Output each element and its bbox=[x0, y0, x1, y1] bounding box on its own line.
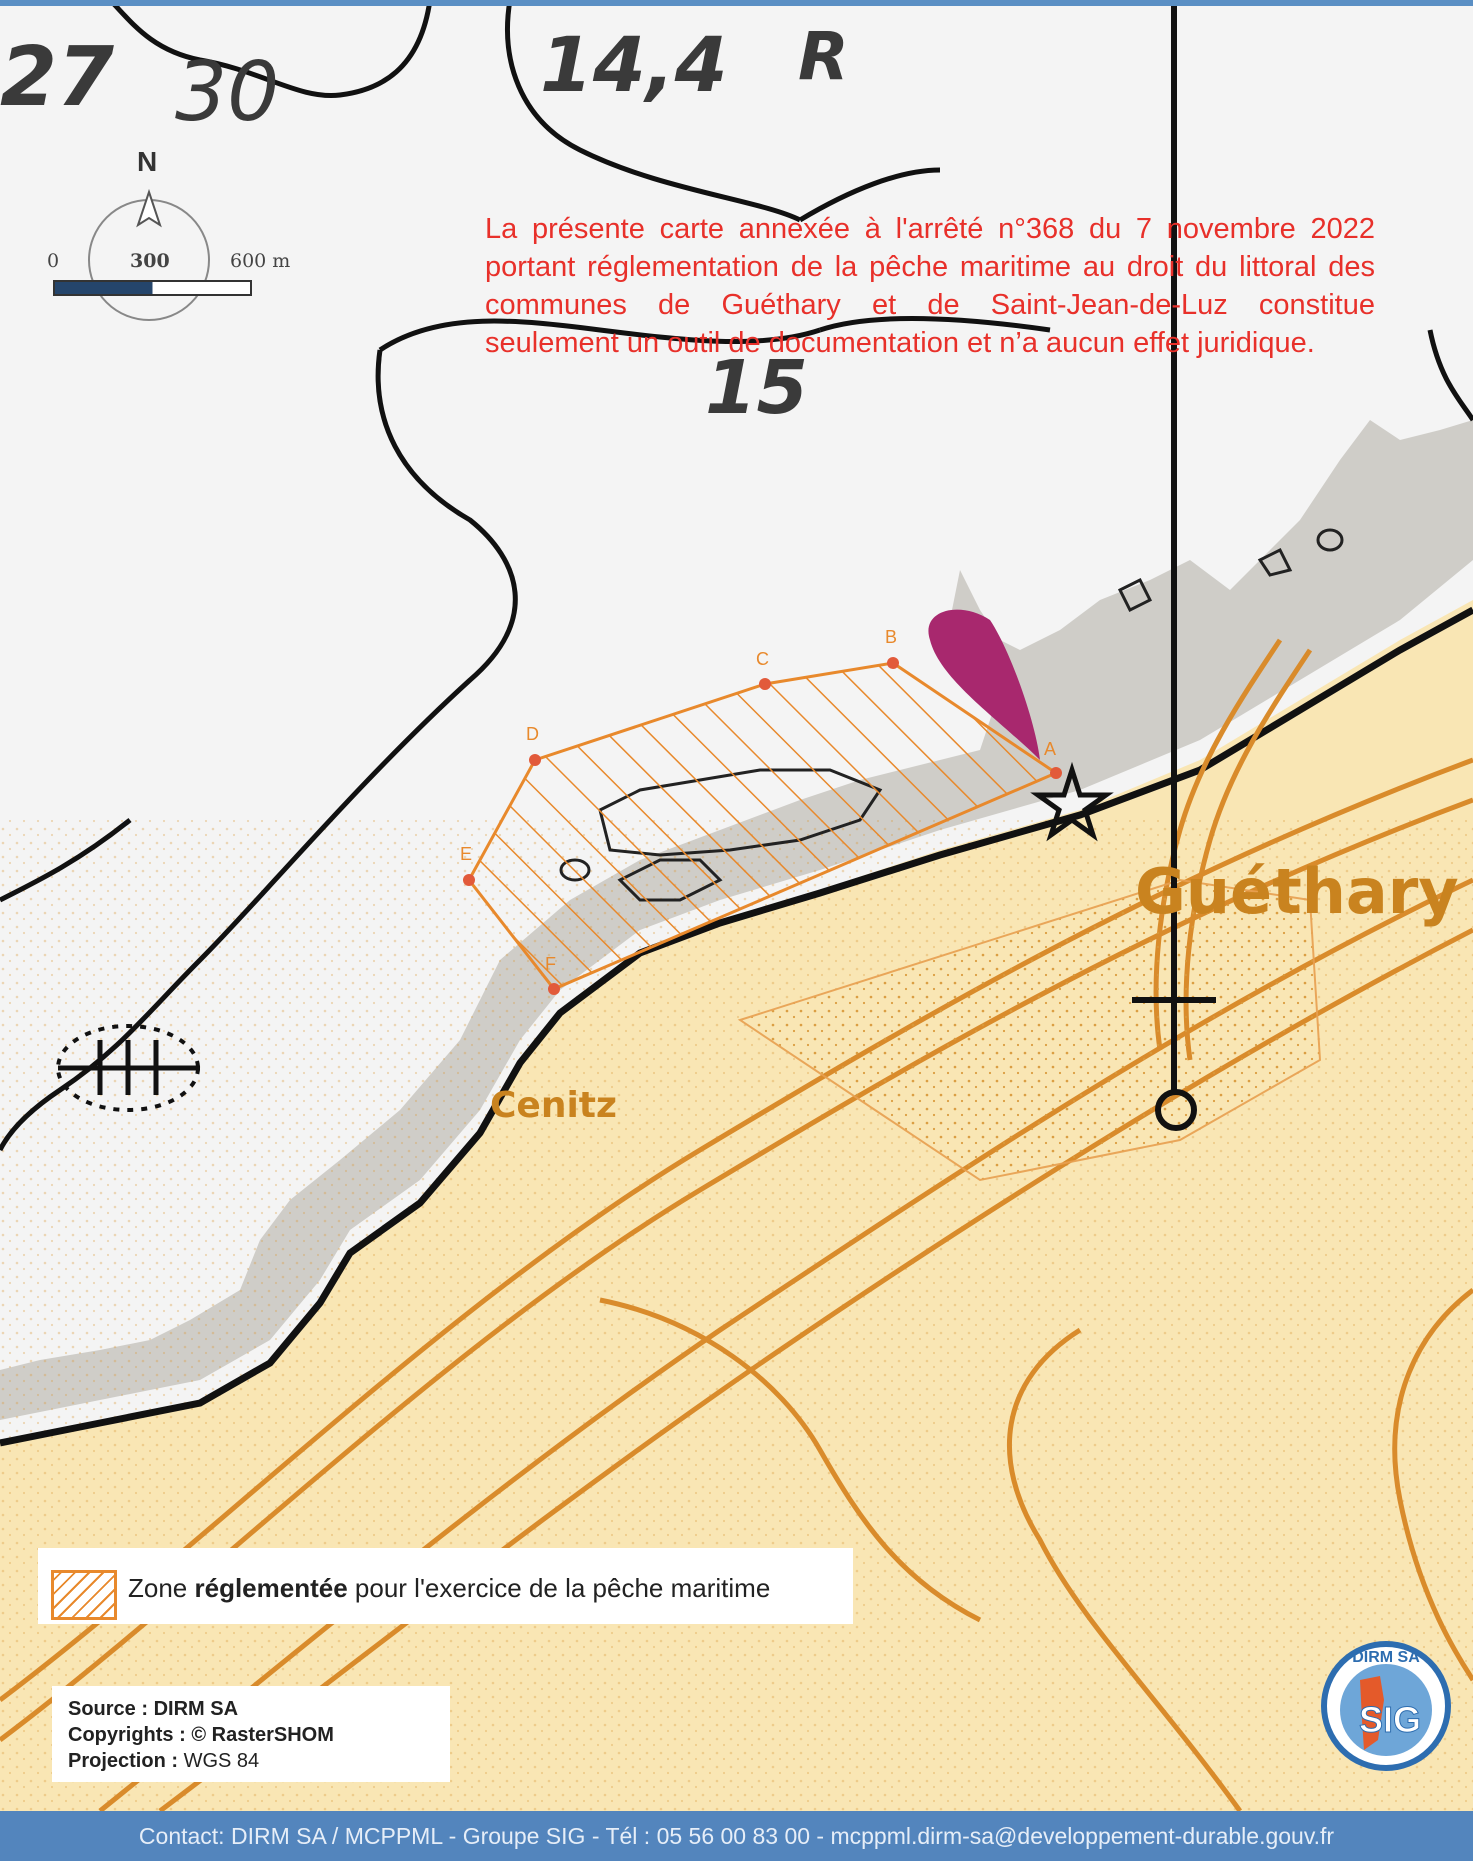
dirm-sig-logo: DIRM SA SIG bbox=[1321, 1641, 1451, 1771]
depth-r: R bbox=[798, 18, 849, 95]
depth-15: 15 bbox=[705, 345, 808, 431]
contact-footer: Contact: DIRM SA / MCPPML - Groupe SIG -… bbox=[0, 1811, 1473, 1861]
place-guethary: Guéthary bbox=[1135, 855, 1459, 928]
point-label-a: A bbox=[1044, 739, 1056, 759]
cross-symbol-icon bbox=[1132, 0, 1216, 1131]
scale-end: 600 m bbox=[230, 250, 291, 272]
logo-arc-text: DIRM SA bbox=[1352, 1649, 1420, 1666]
disclaimer-text: La présente carte annexée à l'arrêté n°3… bbox=[485, 213, 1375, 359]
projection-line: Projection : WGS 84 bbox=[68, 1750, 260, 1772]
point-label-f: F bbox=[545, 954, 556, 974]
star-landmark-icon bbox=[1030, 761, 1114, 842]
source-box: Source : DIRM SA Copyrights : © RasterSH… bbox=[52, 1686, 450, 1782]
top-strip bbox=[0, 0, 1473, 6]
point-b[interactable] bbox=[887, 657, 899, 669]
point-c[interactable] bbox=[759, 678, 771, 690]
point-label-d: D bbox=[526, 724, 539, 744]
legend-label: Zone réglementée pour l'exercice de la p… bbox=[128, 1573, 771, 1603]
point-label-e: E bbox=[460, 844, 472, 864]
point-label-c: C bbox=[756, 649, 769, 669]
wreck-symbol-icon bbox=[56, 1024, 200, 1112]
point-d[interactable] bbox=[529, 754, 541, 766]
depth-27: 27 bbox=[0, 30, 115, 125]
place-cenitz: Cenitz bbox=[490, 1085, 617, 1126]
zone-points: A B C D E F bbox=[460, 627, 1062, 995]
north-label: N bbox=[137, 146, 158, 177]
copyright-line: Copyrights : © RasterSHOM bbox=[68, 1724, 334, 1746]
scale-zero: 0 bbox=[47, 250, 60, 272]
point-a[interactable] bbox=[1050, 767, 1062, 779]
depth-30: 30 bbox=[175, 45, 280, 140]
magenta-sector-marker bbox=[928, 609, 1040, 760]
point-label-b: B bbox=[885, 627, 897, 647]
legend: Zone réglementée pour l'exercice de la p… bbox=[38, 1548, 853, 1624]
logo-text: SIG bbox=[1359, 1699, 1421, 1740]
depth-14-4: 14,4 bbox=[540, 20, 728, 109]
point-e[interactable] bbox=[463, 874, 475, 886]
point-f[interactable] bbox=[548, 983, 560, 995]
depth-contours bbox=[0, 0, 1473, 1152]
legend-hatch-swatch bbox=[51, 1570, 117, 1620]
scale-mid: 300 bbox=[130, 250, 170, 272]
scale-bar bbox=[53, 280, 252, 296]
compass-rose bbox=[88, 188, 210, 321]
source-line: Source : DIRM SA bbox=[68, 1698, 239, 1720]
north-arrow-icon bbox=[136, 188, 162, 228]
